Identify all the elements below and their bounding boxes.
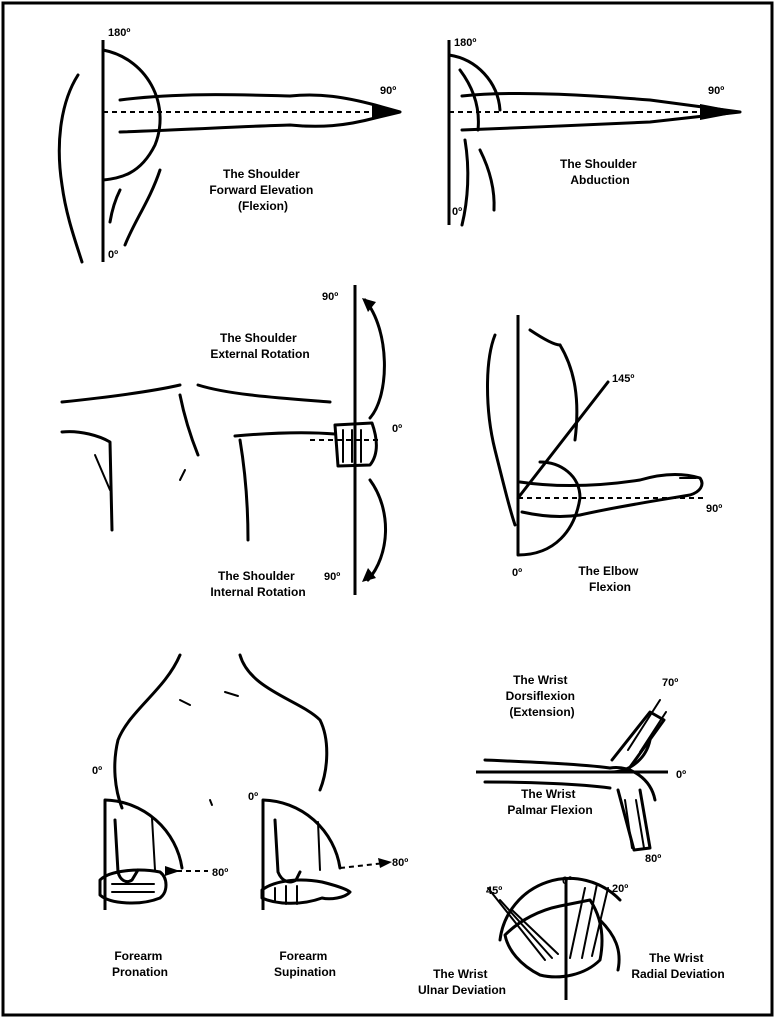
- hand-drawing: [488, 884, 619, 977]
- upper-arm-drawing: [488, 330, 577, 525]
- external-rotation-caption: The Shoulder External Rotation: [210, 331, 309, 361]
- angle-label-20: 20º: [612, 883, 628, 895]
- angle-label-external: 90º: [322, 291, 338, 303]
- external-rotation-arc: [365, 300, 384, 418]
- angle-label-70: 70º: [662, 677, 678, 689]
- angle-label-0: 0º: [562, 875, 572, 887]
- angle-label-145: 145º: [612, 373, 634, 385]
- pronation-angle-0: 0º: [92, 765, 102, 777]
- pronation-caption: Forearm Pronation: [112, 949, 168, 979]
- internal-rotation-arc: [368, 480, 386, 580]
- panel-caption: The Shoulder Abduction: [560, 157, 640, 187]
- angle-label-90: 90º: [708, 85, 724, 97]
- panel-caption: The Elbow Flexion: [578, 564, 641, 594]
- palmar-flexion-caption: The Wrist Palmar Flexion: [507, 787, 592, 817]
- panel-caption: The Shoulder Forward Elevation (Flexion): [209, 167, 316, 213]
- pronation-drawing: [100, 800, 208, 910]
- forearm-drawing: [520, 474, 702, 516]
- angle-label-180: 180º: [454, 37, 476, 49]
- forearm-wrist-drawing: [485, 700, 666, 850]
- supination-angle-0: 0º: [248, 791, 258, 803]
- angle-label-0: 0º: [108, 249, 118, 261]
- panel-shoulder-abduction: 180º 90º 0º The Shoulder Abduction: [449, 37, 742, 225]
- panel-wrist-flexion: 70º 0º 80º The Wrist Dorsiflexion (Exten…: [476, 673, 686, 865]
- flexion-angle-line: [518, 382, 608, 498]
- angle-label-0: 0º: [392, 423, 402, 435]
- panel-forearm-rotation: 0º 80º Forearm Pronation 0º 80º Forearm …: [92, 655, 408, 979]
- angle-label-90: 90º: [380, 85, 396, 97]
- pronation-angle-80: 80º: [212, 867, 228, 879]
- dorsiflexion-caption: The Wrist Dorsiflexion (Extension): [506, 673, 579, 719]
- motion-arc: [103, 50, 160, 180]
- supination-angle-80: 80º: [392, 857, 408, 869]
- motion-arc: [518, 462, 580, 555]
- angle-label-internal: 90º: [324, 571, 340, 583]
- angle-label-90: 90º: [706, 503, 722, 515]
- angle-label-0: 0º: [512, 567, 522, 579]
- radial-deviation-caption: The Wrist Radial Deviation: [631, 951, 724, 981]
- angle-label-80: 80º: [645, 853, 661, 865]
- upper-body-front-drawing: [62, 385, 335, 540]
- panel-wrist-deviation: 45º 0º 20º The Wrist Ulnar Deviation The…: [418, 875, 725, 1000]
- internal-rotation-caption: The Shoulder Internal Rotation: [210, 569, 305, 599]
- arm-extended: [449, 93, 742, 130]
- angle-label-180: 180º: [108, 27, 130, 39]
- supination-caption: Forearm Supination: [274, 949, 336, 979]
- panel-shoulder-rotation: 90º 0º 90º The Shoulder External Rotatio…: [62, 285, 402, 599]
- panel-shoulder-flexion: 180º 90º 0º The Shoulder Forward Elevati…: [59, 27, 402, 262]
- angle-label-45: 45º: [486, 885, 502, 897]
- arm-extended: [103, 95, 402, 132]
- chest-drawing: [115, 655, 327, 808]
- panel-elbow-flexion: 145º 90º 0º The Elbow Flexion: [488, 315, 723, 594]
- angle-label-0: 0º: [676, 769, 686, 781]
- ulnar-deviation-caption: The Wrist Ulnar Deviation: [418, 967, 506, 997]
- torso-side-drawing: [59, 75, 160, 262]
- angle-label-0: 0º: [452, 206, 462, 218]
- supination-drawing: [262, 800, 392, 910]
